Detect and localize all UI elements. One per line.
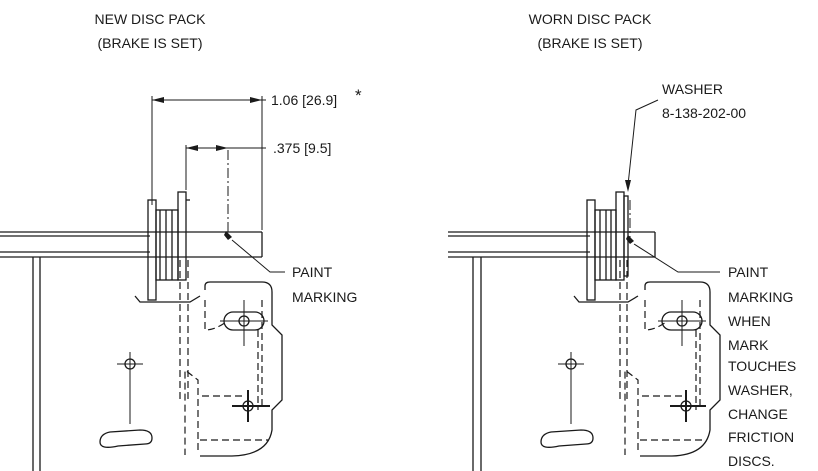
right-paint-line-2: MARKING	[728, 289, 793, 305]
right-paint-line-8: FRICTION	[728, 429, 794, 445]
new-disc-pack-subtitle: (BRAKE IS SET)	[97, 35, 202, 51]
washer-part-number: 8-138-202-00	[662, 105, 746, 121]
right-paint-line-9: DISCS.	[728, 453, 775, 469]
left-dim-gap: .375 [9.5]	[185, 140, 331, 190]
left-dim-overall: 1.06 [26.9] *	[151, 86, 362, 230]
new-disc-pack-view: NEW DISC PACK (BRAKE IS SET)	[0, 11, 362, 471]
new-disc-pack-title: NEW DISC PACK	[95, 11, 207, 27]
left-paint-label-1: PAINT	[292, 264, 333, 280]
right-paint-line-7: CHANGE	[728, 406, 788, 422]
worn-disc-pack-subtitle: (BRAKE IS SET)	[537, 35, 642, 51]
right-paint-note: PAINT MARKING WHEN MARK TOUCHES WASHER, …	[728, 264, 796, 469]
right-paint-line-3: WHEN	[728, 313, 771, 329]
washer-leader	[625, 99, 659, 192]
left-fasteners	[99, 300, 270, 448]
dim-overall-text: 1.06 [26.9]	[271, 92, 337, 108]
left-disc-pack	[134, 191, 201, 303]
right-paint-line-4: MARK	[728, 337, 769, 353]
worn-disc-pack-view: WORN DISC PACK (BRAKE IS SET) WASHER 8-1…	[448, 11, 796, 471]
right-paint-line-6: WASHER,	[728, 382, 793, 398]
worn-disc-pack-title: WORN DISC PACK	[529, 11, 652, 27]
right-paint-line-1: PAINT	[728, 264, 769, 280]
right-shaft	[448, 231, 656, 258]
dim-gap-text: .375 [9.5]	[273, 140, 331, 156]
dim-asterisk: *	[355, 86, 362, 105]
washer-label: WASHER	[662, 81, 723, 97]
left-paint-marking: PAINT MARKING	[224, 150, 357, 305]
right-paint-line-5: TOUCHES	[728, 358, 796, 374]
washer	[623, 195, 629, 277]
right-housing	[472, 257, 721, 471]
left-paint-label-2: MARKING	[292, 289, 357, 305]
right-disc-pack	[573, 191, 639, 303]
left-housing	[32, 257, 283, 471]
right-paint-marking	[626, 200, 720, 273]
right-fasteners	[540, 300, 706, 448]
left-shaft	[0, 231, 263, 258]
